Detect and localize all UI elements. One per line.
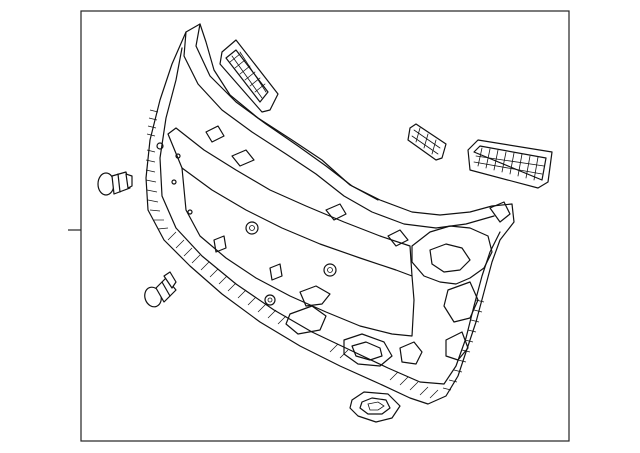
diagram-frame	[68, 10, 570, 442]
small-clip-cover-icon	[407, 123, 447, 161]
push-pin-clip-icon	[97, 171, 133, 196]
push-pin-clip-icon	[144, 271, 177, 308]
liftgate-trim-panel-icon	[145, 23, 515, 405]
side-vent-grille-icon	[467, 139, 553, 189]
handle-pocket-cover-icon	[349, 391, 401, 423]
upper-vent-grille-icon	[219, 39, 279, 113]
